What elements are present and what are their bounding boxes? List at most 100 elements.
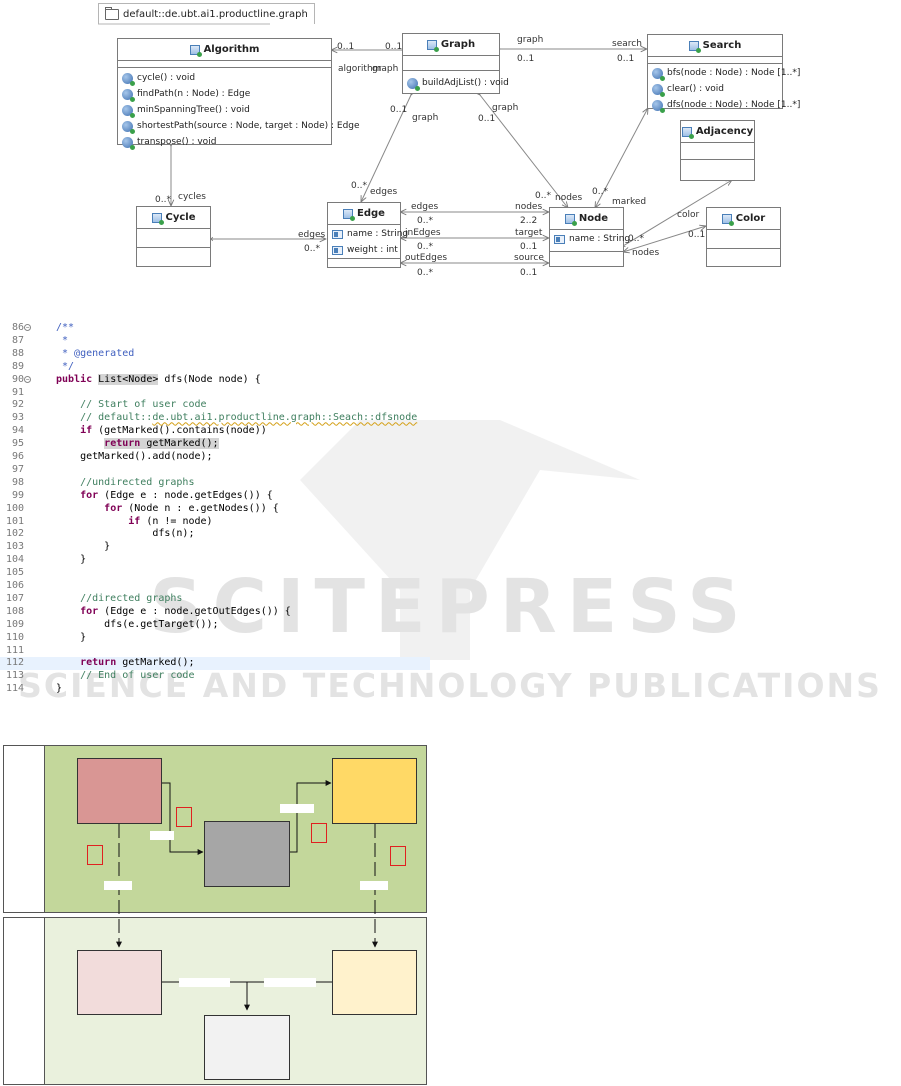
- line-number: 96: [11, 451, 24, 462]
- line-text: if (getMarked().contains(node)): [80, 425, 267, 437]
- assoc-label: search: [612, 39, 642, 49]
- operation-icon: [652, 83, 665, 97]
- package-tab-label: default::de.ubt.ai1.productline.graph: [123, 8, 308, 20]
- line-number: 94: [11, 425, 24, 437]
- assoc-label: source: [514, 253, 544, 263]
- line-text: *: [56, 334, 69, 346]
- assoc-label: outEdges: [405, 253, 448, 263]
- code-line: 105: [0, 567, 430, 580]
- folder-icon: [105, 6, 119, 20]
- operation-icon: [652, 67, 665, 81]
- line-text: for (Edge e : node.getEdges()) {: [80, 489, 273, 501]
- box-light-yellow[interactable]: [332, 950, 417, 1015]
- operation-icon: [652, 99, 665, 113]
- assoc-label: edges: [370, 187, 398, 197]
- class-name: Search: [702, 40, 742, 51]
- code-line: 87 *: [0, 335, 430, 348]
- class-graph[interactable]: Graph buildAdjList() : void: [402, 33, 509, 94]
- line-number: 106: [6, 580, 25, 591]
- line-number: 110: [6, 631, 25, 643]
- assoc-label: nodes: [515, 202, 543, 212]
- attribute-icon: [332, 245, 343, 255]
- line-number: 92: [11, 399, 24, 411]
- class-icon: [721, 213, 734, 226]
- attribute-icon: [332, 229, 343, 239]
- class-color[interactable]: Color: [706, 207, 781, 267]
- line-text: public List<Node> dfs(Node node) {: [56, 373, 261, 385]
- line-number: 86: [11, 322, 24, 333]
- line-text: // End of user code: [56, 670, 195, 682]
- fold-toggle-icon[interactable]: −: [24, 324, 31, 331]
- operation: bfs(node : Node) : Node [1..*]: [667, 68, 801, 78]
- line-number: 93: [11, 412, 24, 424]
- swimlane-diagram: [3, 745, 427, 1085]
- assoc-label: 0..*: [304, 244, 320, 254]
- code-line: 95 return getMarked();: [0, 438, 430, 451]
- box-light-grey[interactable]: [204, 1015, 290, 1080]
- code-line: 108 for (Edge e : node.getOutEdges()) {: [0, 606, 430, 619]
- red-marker: [311, 823, 327, 843]
- attribute: weight : int: [347, 245, 398, 255]
- line-text: // default::de.ubt.ai1.productline.graph…: [56, 412, 418, 424]
- line-text: // Start of user code: [56, 399, 207, 411]
- redacted-label: [179, 978, 230, 987]
- class-algorithm[interactable]: Algorithm cycle() : void findPath(n : No…: [117, 38, 360, 150]
- package-tab[interactable]: default::de.ubt.ai1.productline.graph: [98, 3, 315, 24]
- assoc-label: algorithm: [338, 64, 382, 74]
- assoc-label: edges: [411, 202, 439, 212]
- line-text: }: [56, 631, 87, 643]
- class-name: Color: [735, 213, 766, 224]
- code-line: 97: [0, 464, 430, 477]
- class-icon: [688, 40, 701, 53]
- class-icon: [564, 213, 577, 226]
- assoc-label: graph: [412, 113, 439, 123]
- line-number: 105: [6, 567, 25, 579]
- line-number: 111: [6, 644, 25, 656]
- line-number: 87: [11, 334, 24, 346]
- class-cycle[interactable]: Cycle: [136, 206, 211, 267]
- line-text: dfs(e.getTarget());: [56, 618, 219, 630]
- line-number: 113: [6, 670, 25, 682]
- line-number: 114: [6, 683, 25, 695]
- code-line: 103 }: [0, 541, 430, 554]
- assoc-graph-node: [480, 95, 568, 208]
- assoc-label: color: [677, 210, 700, 220]
- operation: shortestPath(source : Node, target : Nod…: [137, 121, 360, 131]
- box-yellow[interactable]: [332, 758, 417, 824]
- class-edge[interactable]: Edge name : String weight : int: [327, 202, 408, 268]
- line-text: */: [56, 360, 75, 372]
- box-light-red[interactable]: [77, 950, 162, 1015]
- line-text: //directed graphs: [56, 592, 183, 604]
- assoc-label: 0..*: [155, 195, 171, 205]
- operation-icon: [122, 104, 135, 118]
- operation: findPath(n : Node) : Edge: [137, 89, 251, 99]
- line-number: 88: [11, 347, 24, 359]
- code-line: 101 if (n != node): [0, 516, 430, 529]
- assoc-label: 0..1: [385, 42, 403, 52]
- fold-toggle-icon[interactable]: −: [24, 375, 31, 383]
- operation: buildAdjList() : void: [422, 78, 509, 88]
- code-line: 89 */: [0, 361, 430, 374]
- red-marker: [176, 807, 192, 827]
- line-number: 101: [6, 515, 25, 527]
- redacted-label: [150, 831, 174, 840]
- class-name: Graph: [440, 39, 476, 50]
- operation-icon: [407, 77, 420, 91]
- class-search[interactable]: Search bfs(node : Node) : Node [1..*] cl…: [647, 34, 800, 113]
- line-text: if (n != node): [128, 515, 213, 527]
- class-name: Cycle: [165, 212, 196, 223]
- line-text: getMarked().add(node);: [56, 451, 213, 462]
- box-red[interactable]: [77, 758, 162, 824]
- lane-top-header: [4, 746, 45, 912]
- redacted-label: [280, 804, 314, 813]
- assoc-label: 0..*: [417, 242, 433, 252]
- assoc-label: 0..1: [337, 42, 355, 52]
- operation: minSpanningTree() : void: [137, 105, 250, 115]
- code-line: 98 //undirected graphs: [0, 477, 430, 490]
- class-node[interactable]: Node name : String: [549, 207, 630, 267]
- box-grey[interactable]: [204, 821, 290, 887]
- class-adjacency[interactable]: Adjacency: [680, 120, 755, 181]
- assoc-label: 0..1: [617, 54, 635, 64]
- flow-grey-to-yellow: [290, 780, 332, 853]
- assoc-label: graph: [492, 103, 519, 113]
